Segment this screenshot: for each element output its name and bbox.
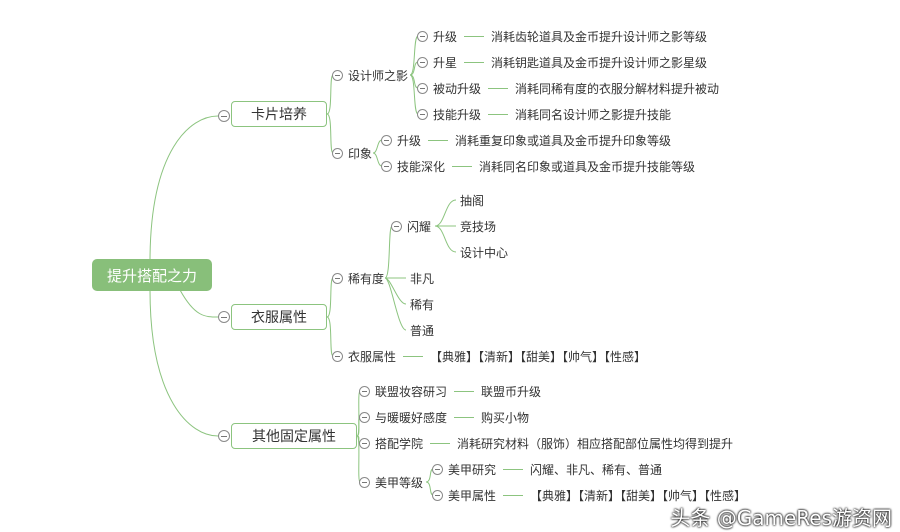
list-item[interactable]: 升级 消耗齿轮道具及金币提升设计师之影等级: [417, 28, 707, 44]
node-card-training[interactable]: 卡片培养: [231, 101, 327, 127]
list-item[interactable]: 竞技场: [460, 219, 497, 234]
connector: [430, 442, 451, 444]
collapse-icon[interactable]: [218, 430, 230, 442]
node-designer-shadow[interactable]: 设计师之影: [332, 67, 408, 83]
collapse-icon[interactable]: [432, 463, 443, 475]
node-desc: 闪耀、非凡、稀有、普通: [530, 462, 663, 477]
node-label: 技能深化: [397, 159, 446, 174]
node-label: 与暖暖好感度: [375, 410, 448, 425]
root-node[interactable]: 提升搭配之力: [92, 259, 212, 291]
collapse-icon[interactable]: [332, 69, 343, 81]
collapse-icon[interactable]: [417, 108, 428, 120]
node-label: 升星: [433, 55, 458, 70]
node-label: 联盟妆容研习: [375, 384, 448, 399]
list-item[interactable]: 稀有: [410, 297, 435, 312]
collapse-icon[interactable]: [381, 134, 392, 146]
node-fixed-attributes[interactable]: 其他固定属性: [231, 423, 357, 449]
list-item[interactable]: 搭配学院 消耗研究材料（服饰）相应搭配部位属性均得到提升: [359, 435, 733, 451]
list-item[interactable]: 普通: [410, 323, 435, 338]
node-shine[interactable]: 闪耀: [391, 218, 431, 234]
node-label: 技能升级: [433, 107, 482, 122]
node-nail-level[interactable]: 美甲等级: [359, 474, 423, 490]
collapse-icon[interactable]: [332, 147, 343, 159]
node-desc: 消耗齿轮道具及金币提升设计师之影等级: [491, 29, 708, 44]
node-label: 搭配学院: [375, 436, 424, 451]
collapse-icon[interactable]: [218, 110, 230, 122]
node-label: 衣服属性: [348, 349, 397, 364]
connector: [488, 87, 509, 89]
node-desc: 消耗钥匙道具及金币提升设计师之影星级: [491, 55, 708, 70]
node-desc: 消耗同名印象或道具及金币提升技能等级: [479, 159, 696, 174]
list-item[interactable]: 与暖暖好感度 购买小物: [359, 409, 529, 425]
collapse-icon[interactable]: [432, 489, 443, 501]
connector: [454, 390, 475, 392]
collapse-icon[interactable]: [218, 311, 230, 323]
node-label: 设计师之影: [348, 68, 409, 83]
collapse-icon[interactable]: [359, 385, 370, 397]
node-label: 升级: [397, 133, 422, 148]
connector: [428, 139, 449, 141]
node-desc: 购买小物: [481, 410, 530, 425]
node-clothes-attributes[interactable]: 衣服属性: [231, 304, 327, 330]
node-label: 印象: [348, 146, 373, 161]
connector: [503, 494, 524, 496]
node-desc: 【典雅】【清新】【甜美】【帅气】【性感】: [430, 349, 647, 364]
node-desc: 联盟币升级: [481, 384, 542, 399]
node-label: 稀有度: [348, 271, 385, 286]
node-rarity[interactable]: 稀有度: [332, 270, 384, 286]
list-item[interactable]: 技能深化 消耗同名印象或道具及金币提升技能等级: [381, 158, 695, 174]
node-clothes-attr[interactable]: 衣服属性 【典雅】【清新】【甜美】【帅气】【性感】: [332, 348, 646, 364]
list-item[interactable]: 抽阁: [460, 193, 485, 208]
node-desc: 消耗同名设计师之影提升技能: [515, 107, 672, 122]
connector: [488, 113, 509, 115]
collapse-icon[interactable]: [417, 82, 428, 94]
connector: [464, 61, 485, 63]
collapse-icon[interactable]: [332, 350, 343, 362]
list-item[interactable]: 美甲研究 闪耀、非凡、稀有、普通: [432, 461, 662, 477]
connector: [503, 468, 524, 470]
collapse-icon[interactable]: [359, 411, 370, 423]
node-label: 美甲研究: [448, 462, 497, 477]
node-label: 美甲属性: [448, 488, 497, 503]
node-desc: 消耗重复印象或道具及金币提升印象等级: [455, 133, 672, 148]
collapse-icon[interactable]: [417, 30, 428, 42]
collapse-icon[interactable]: [391, 220, 402, 232]
connector: [464, 35, 485, 37]
list-item[interactable]: 被动升级 消耗同稀有度的衣服分解材料提升被动: [417, 80, 719, 96]
collapse-icon[interactable]: [359, 476, 370, 488]
list-item[interactable]: 非凡: [410, 271, 435, 286]
node-impression[interactable]: 印象: [332, 145, 372, 161]
node-label: 升级: [433, 29, 458, 44]
node-desc: 【典雅】【清新】【甜美】【帅气】【性感】: [530, 488, 747, 503]
node-label: 美甲等级: [375, 475, 424, 490]
watermark: 头条 @GameRes游资网: [670, 506, 892, 530]
collapse-icon[interactable]: [417, 56, 428, 68]
collapse-icon[interactable]: [332, 272, 343, 284]
connector: [454, 416, 475, 418]
list-item[interactable]: 技能升级 消耗同名设计师之影提升技能: [417, 106, 671, 122]
list-item[interactable]: 美甲属性 【典雅】【清新】【甜美】【帅气】【性感】: [432, 487, 746, 503]
node-desc: 消耗研究材料（服饰）相应搭配部位属性均得到提升: [457, 436, 734, 451]
connector: [403, 355, 424, 357]
list-item[interactable]: 设计中心: [460, 245, 509, 260]
connector: [452, 165, 473, 167]
collapse-icon[interactable]: [381, 160, 392, 172]
node-label: 闪耀: [407, 219, 432, 234]
list-item[interactable]: 升级 消耗重复印象或道具及金币提升印象等级: [381, 132, 671, 148]
node-desc: 消耗同稀有度的衣服分解材料提升被动: [515, 81, 720, 96]
node-label: 被动升级: [433, 81, 482, 96]
list-item[interactable]: 升星 消耗钥匙道具及金币提升设计师之影星级: [417, 54, 707, 70]
list-item[interactable]: 联盟妆容研习 联盟币升级: [359, 383, 541, 399]
collapse-icon[interactable]: [359, 437, 370, 449]
